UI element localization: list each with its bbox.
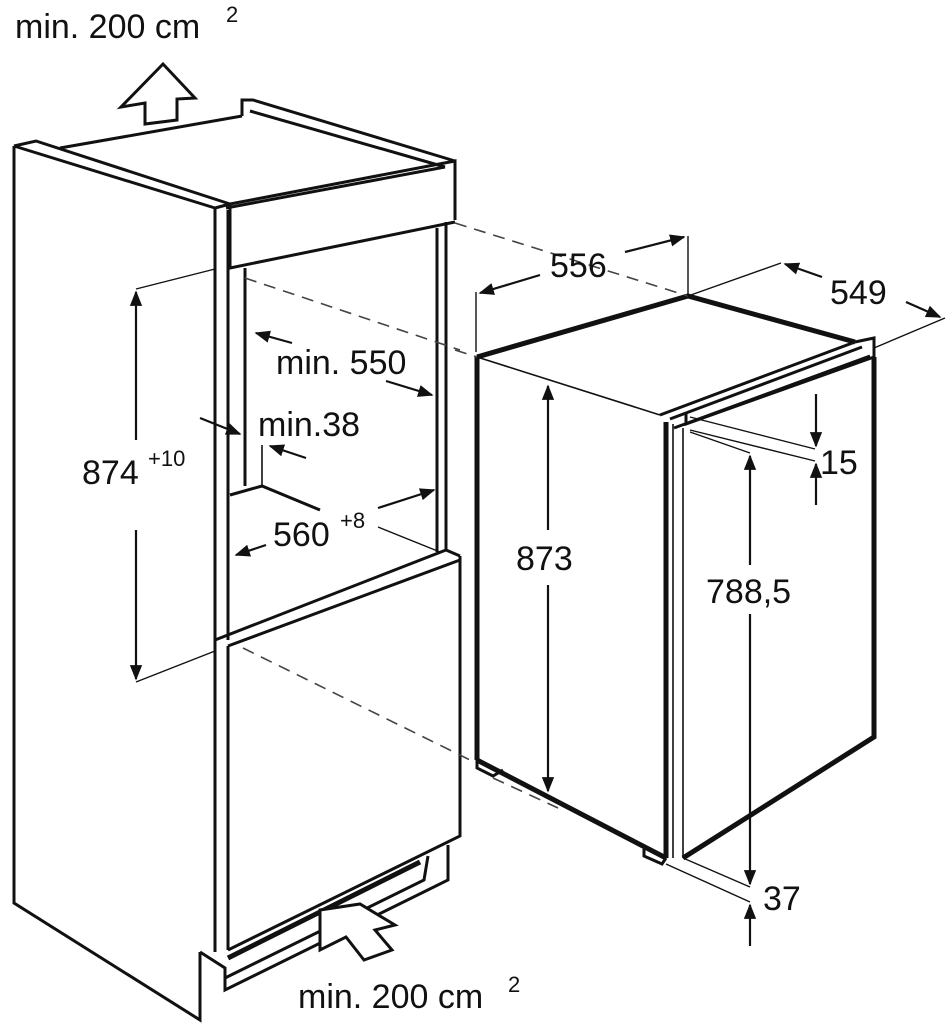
bottom-offset-label: 37 <box>763 880 801 918</box>
dimension-appliance-width: 556 <box>475 234 689 352</box>
ventilation-top: min. 200 cm 2 <box>15 2 238 126</box>
cabinet-top-back-edge <box>59 114 243 150</box>
cabinet-side-panel <box>12 146 202 1023</box>
dimension-appliance-height: 873 <box>516 384 573 793</box>
niche-height-tolerance: +10 <box>148 446 185 471</box>
dimension-back-gap: min.38 <box>199 406 360 460</box>
door-height-label: 788,5 <box>706 573 791 611</box>
arrow-inward-outline-icon <box>318 902 399 962</box>
appliance-foot-left <box>475 760 504 778</box>
niche-width-label: 560 <box>273 516 330 554</box>
appliance-foot-right <box>642 849 668 866</box>
cabinet-side-top-edge <box>13 139 231 206</box>
niche-height-label: 874 <box>82 454 139 492</box>
ventilation-bottom: min. 200 cm 2 <box>298 902 520 1016</box>
dimension-door-height: 788,5 <box>689 431 791 886</box>
vent-bottom-label: min. 200 cm <box>298 978 483 1016</box>
cabinet-top-front-edge <box>214 159 457 220</box>
back-gap-label: min.38 <box>258 406 360 444</box>
cabinet-plinth <box>199 845 450 993</box>
arrow-up-outline-icon <box>116 61 199 126</box>
niche-depth-label: min. 550 <box>276 344 406 382</box>
dimension-bottom-offset: 37 <box>665 857 801 946</box>
dimension-niche-depth: min. 550 <box>254 330 434 397</box>
top-offset-label: 15 <box>820 444 858 482</box>
appliance-width-label: 556 <box>550 247 607 285</box>
dimension-top-offset: 15 <box>689 394 858 505</box>
appliance-depth-label: 549 <box>830 274 887 312</box>
dimension-niche-width: 560 +8 <box>234 488 441 557</box>
vent-bottom-superscript: 2 <box>508 972 520 997</box>
appliance-door-right-edge <box>681 357 877 861</box>
niche-width-tolerance: +8 <box>340 508 365 533</box>
dimension-niche-height: 874 +10 <box>82 268 216 683</box>
cabinet <box>12 98 471 1023</box>
vent-top-superscript: 2 <box>226 2 238 27</box>
cabinet-top-fascia <box>228 204 456 270</box>
appliance-bottom-edge <box>475 757 668 861</box>
appliance <box>454 222 877 866</box>
cabinet-shelf <box>214 548 461 642</box>
appliance-height-label: 873 <box>516 540 573 578</box>
appliance-top-back-edges <box>476 293 856 360</box>
cabinet-lower-door <box>227 556 462 952</box>
dimension-appliance-depth: 549 <box>687 262 946 349</box>
vent-top-label: min. 200 cm <box>15 8 200 46</box>
